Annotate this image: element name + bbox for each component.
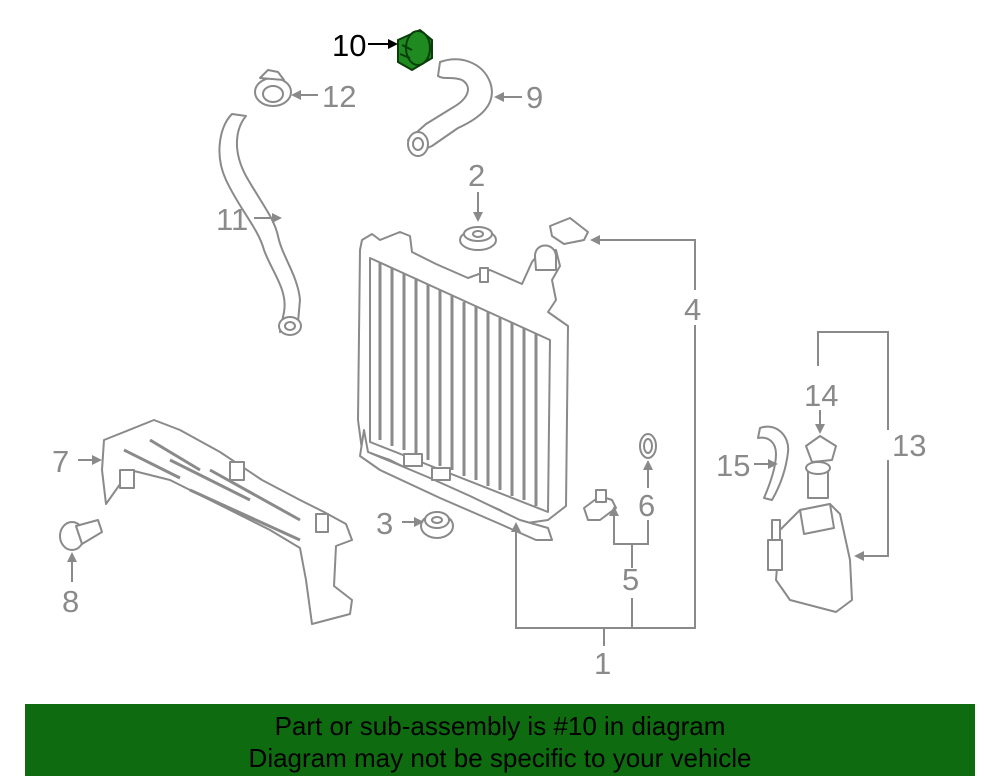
callout-11: 11 <box>216 202 248 237</box>
bolt-part-8[interactable] <box>59 519 103 551</box>
leader-10 <box>368 39 398 49</box>
callout-12: 12 <box>322 79 356 114</box>
lower-bushing-part-3[interactable] <box>420 511 454 539</box>
callout-14: 14 <box>804 378 838 413</box>
radiator-part-1[interactable] <box>357 231 569 541</box>
leader-4 <box>590 235 696 629</box>
callout-13: 13 <box>892 428 926 463</box>
callout-15: 15 <box>716 448 750 483</box>
callout-9: 9 <box>526 80 543 115</box>
reservoir-cap-part-14[interactable] <box>805 435 837 463</box>
lower-hose-part-11[interactable] <box>218 113 302 336</box>
leader-12 <box>291 90 318 100</box>
callout-3: 3 <box>376 506 393 541</box>
leader-3 <box>402 517 424 527</box>
callout-5: 5 <box>622 562 639 597</box>
callout-10: 10 <box>332 28 366 63</box>
leader-13 <box>817 331 889 561</box>
mount-bushing-part-2[interactable] <box>459 226 497 251</box>
reservoir-tank-part-13[interactable] <box>767 461 853 613</box>
callout-6: 6 <box>638 488 655 523</box>
leader-15 <box>754 459 778 469</box>
o-ring-part-6[interactable] <box>639 433 657 459</box>
gasket-part-4[interactable] <box>549 217 589 245</box>
leader-11 <box>254 213 282 223</box>
leader-5 <box>609 506 633 628</box>
hose-clamp-part-12[interactable] <box>254 69 292 107</box>
leader-1 <box>511 522 628 646</box>
leader-7 <box>78 455 102 465</box>
parts-diagram: 10 12 9 11 2 <box>52 28 926 681</box>
drain-plug-part-5[interactable] <box>583 489 617 521</box>
callout-4: 4 <box>684 292 701 327</box>
upper-hose-part-9[interactable] <box>407 58 493 157</box>
leader-14 <box>815 410 825 434</box>
callout-1: 1 <box>594 646 611 681</box>
leader-2 <box>473 192 483 222</box>
leader-8 <box>67 552 77 582</box>
banner-line-1: Part or sub-assembly is #10 in diagram <box>274 711 726 741</box>
callout-7: 7 <box>52 444 69 479</box>
info-banner: Part or sub-assembly is #10 in diagram D… <box>25 704 975 776</box>
leader-9 <box>494 92 522 102</box>
banner-line-2: Diagram may not be specific to your vehi… <box>248 743 752 773</box>
support-bracket-part-7[interactable] <box>101 419 353 625</box>
reservoir-hose-part-15[interactable] <box>757 425 790 501</box>
radiator-cap-part-10[interactable] <box>397 28 433 72</box>
callout-2: 2 <box>468 158 485 193</box>
callout-8: 8 <box>62 584 79 619</box>
